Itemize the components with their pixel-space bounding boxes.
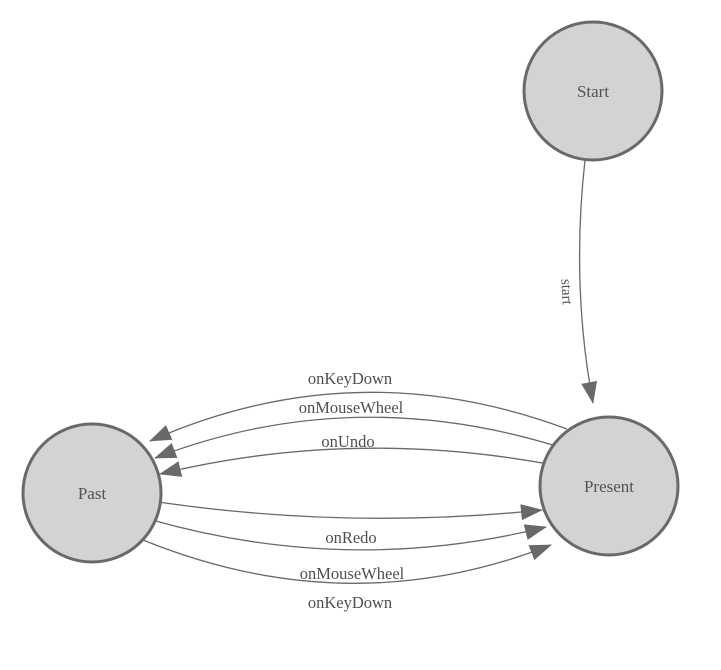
edge-present-to-past-onkeydown [149,391,568,442]
edge-present-to-past-onundo [159,447,549,477]
edge-label-onkeydown-bottom: onKeyDown [308,593,392,612]
edge-label-onmousewheel-bottom: onMouseWheel [300,564,405,583]
node-present-circle [538,415,680,557]
node-start-circle [522,20,664,162]
edge-label-onmousewheel-top: onMouseWheel [299,398,404,417]
edge-past-to-present-onkeydown [142,539,552,584]
edge-label-onredo: onRedo [325,528,376,547]
edge-past-to-present-onmousewheel [151,519,547,551]
edge-label-start: start [557,278,574,305]
edge-past-to-present-onredo [157,501,543,521]
node-present-label: Present [584,477,634,496]
edge-present-to-past-onmousewheel [154,416,557,459]
node-past: Past [21,422,163,564]
edge-start-to-present [578,159,598,404]
node-past-label: Past [78,484,107,503]
edge-label-onkeydown-top: onKeyDown [308,369,392,388]
node-start-label: Start [577,82,609,101]
node-past-circle [21,422,163,564]
node-start: Start [522,20,664,162]
node-present: Present [538,415,680,557]
edge-label-onundo: onUndo [321,432,374,451]
